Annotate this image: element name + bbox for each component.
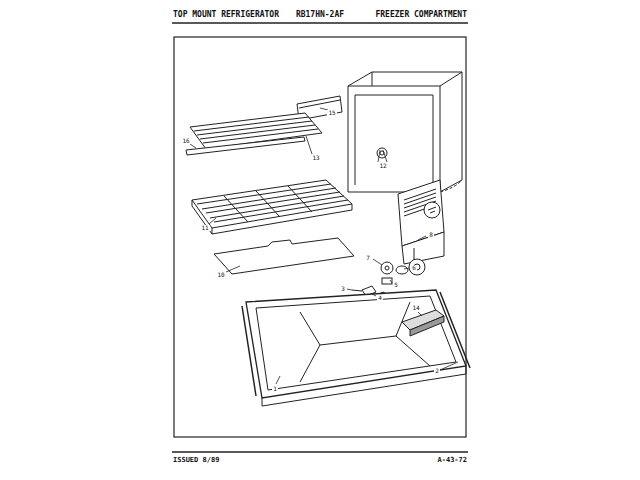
callout-number: 11	[200, 225, 209, 231]
line-art	[402, 232, 444, 264]
line-art	[246, 290, 466, 398]
line-art	[428, 207, 436, 213]
line-art	[440, 292, 470, 368]
line-art	[372, 294, 376, 296]
line-art	[214, 238, 354, 274]
line-art	[190, 144, 196, 148]
line-art	[347, 289, 352, 290]
line-art	[192, 180, 352, 228]
callout-number: 12	[378, 163, 387, 169]
issue-date: ISSUED 8/89	[172, 457, 220, 464]
line-art	[390, 280, 392, 283]
line-art	[409, 259, 425, 275]
line-art	[381, 262, 393, 274]
vent-panel	[398, 180, 444, 264]
leader-lines	[190, 108, 458, 384]
line-art	[197, 121, 312, 135]
line-art	[396, 266, 408, 274]
line-art	[256, 191, 280, 217]
callout-number: 16	[181, 138, 190, 144]
line-art	[355, 95, 356, 185]
line-art	[299, 100, 340, 108]
line-art	[355, 95, 433, 96]
header-rule	[172, 22, 468, 24]
sheet-header: TOP MOUNT REFRIGERATOR	[172, 11, 280, 19]
line-art	[440, 86, 441, 192]
line-art	[209, 218, 216, 224]
line-art	[262, 398, 263, 406]
callout-number: 5	[393, 282, 399, 288]
line-art	[186, 137, 305, 155]
footer-rule	[172, 451, 468, 453]
frame	[174, 37, 466, 437]
line-art	[378, 150, 380, 162]
line-art	[200, 125, 315, 139]
line-art	[372, 72, 373, 86]
cabinet	[348, 72, 462, 192]
line-art	[404, 268, 409, 269]
line-art	[348, 72, 462, 86]
callout-number: 10	[216, 272, 225, 278]
line-art	[242, 306, 256, 396]
line-art	[466, 366, 467, 374]
line-art	[424, 202, 440, 218]
line-art	[385, 266, 389, 270]
callout-number: 1	[272, 386, 278, 392]
line-art	[226, 266, 240, 272]
line-art	[418, 312, 422, 316]
line-art	[224, 196, 248, 222]
callout-number: 2	[434, 368, 440, 374]
line-art	[210, 196, 344, 218]
line-art	[382, 278, 392, 284]
foam-block	[402, 310, 444, 336]
callout-number: 3	[340, 286, 346, 292]
line-art	[306, 136, 312, 154]
line-art	[348, 72, 462, 192]
liner-floor	[242, 290, 470, 406]
model-number: RB17HN-2AF	[295, 11, 345, 19]
line-art	[262, 374, 466, 406]
line-art	[383, 150, 387, 162]
plate	[214, 238, 354, 274]
callout-number: 15	[327, 110, 336, 116]
line-art	[300, 345, 320, 382]
sheet-header: FREEZER COMPARTMENT	[374, 11, 468, 19]
wire-tray	[192, 180, 352, 234]
callout-number: 4	[377, 295, 383, 301]
sheet-number: A-43-72	[436, 457, 468, 464]
line-art	[373, 259, 382, 265]
line-art	[202, 188, 336, 209]
line-art	[194, 117, 309, 131]
line-art	[256, 296, 456, 390]
shelf-rail	[186, 137, 305, 155]
line-art	[300, 302, 410, 345]
line-art	[433, 95, 434, 185]
callout-number: 6	[411, 265, 417, 271]
callout-number: 8	[428, 232, 434, 238]
line-art	[410, 316, 444, 336]
line-art	[276, 376, 280, 384]
line-art	[288, 186, 312, 212]
line-art	[352, 290, 362, 291]
line-art	[418, 236, 426, 240]
line-art	[212, 228, 213, 234]
callout-number: 7	[365, 255, 371, 261]
callout-number: 14	[411, 305, 420, 311]
line-art	[440, 180, 462, 192]
line-art	[440, 362, 458, 370]
line-art	[214, 200, 348, 222]
callout-number: 13	[311, 155, 320, 161]
line-art	[396, 336, 430, 366]
